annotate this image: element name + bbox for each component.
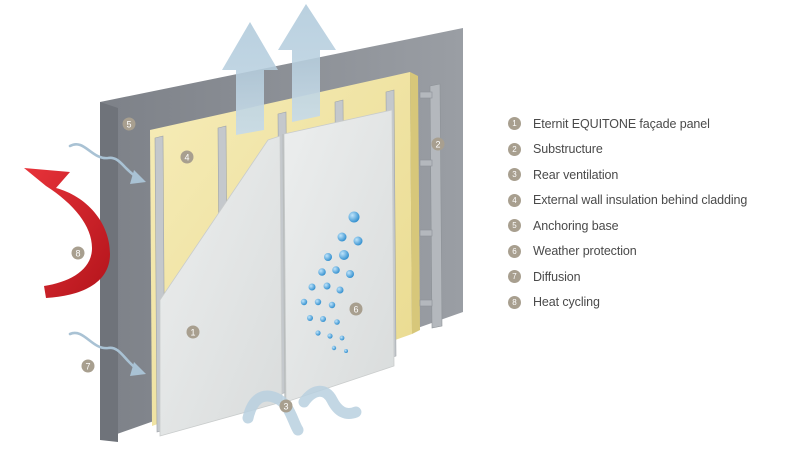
legend-label: Weather protection [533,244,637,259]
svg-text:4: 4 [184,152,189,162]
legend-number-badge: 4 [508,193,521,207]
heat-cycling-arrow [24,168,110,298]
legend-number-badge: 5 [508,219,521,233]
facade-panel-right [283,109,395,403]
panel-joint [282,133,286,403]
diffusion-arrows [68,143,146,376]
legend-item: 5 Anchoring base [508,213,747,239]
ventilation-up-arrows [222,4,336,135]
legend-item: 4 External wall insulation behind claddi… [508,188,747,214]
legend-item: 6 Weather protection [508,239,747,265]
svg-text:3: 3 [283,401,288,411]
marker-5: 5 [122,117,136,131]
concrete-wall-edge [100,102,118,442]
facade-panel-left [159,135,283,437]
legend-item: 3 Rear ventilation [508,162,747,188]
legend-item: 2 Substructure [508,137,747,163]
legend-number-badge: 1 [508,117,521,131]
insulation-side [410,72,420,334]
legend-item: 1 Eternit EQUITONE façade panel [508,111,747,137]
legend-item: 8 Heat cycling [508,290,747,316]
legend-label: Rear ventilation [533,167,619,182]
svg-text:1: 1 [190,327,195,337]
ventilation-in-arrows [242,385,362,436]
svg-text:7: 7 [85,361,90,371]
legend-number-badge: 6 [508,244,521,258]
marker-4: 4 [180,150,194,164]
legend-number-badge: 2 [508,142,521,156]
marker-8: 8 [71,246,85,260]
legend: 1 Eternit EQUITONE façade panel 2 Substr… [508,111,747,315]
marker-1: 1 [186,325,200,339]
svg-text:5: 5 [126,119,131,129]
svg-text:8: 8 [75,248,80,258]
legend-number-badge: 8 [508,295,521,309]
svg-text:6: 6 [353,304,358,314]
legend-item: 7 Diffusion [508,264,747,290]
svg-text:2: 2 [435,139,440,149]
legend-number-badge: 3 [508,168,521,182]
marker-3: 3 [279,399,293,413]
legend-label: Anchoring base [533,218,619,233]
legend-label: External wall insulation behind cladding [533,193,748,208]
marker-7: 7 [81,359,95,373]
legend-label: Substructure [533,142,603,157]
marker-2: 2 [431,137,445,151]
marker-6: 6 [349,302,363,316]
water-droplets [300,211,363,353]
legend-label: Diffusion [533,269,581,284]
legend-label: Heat cycling [533,295,600,310]
legend-number-badge: 7 [508,270,521,284]
legend-label: Eternit EQUITONE façade panel [533,116,710,131]
